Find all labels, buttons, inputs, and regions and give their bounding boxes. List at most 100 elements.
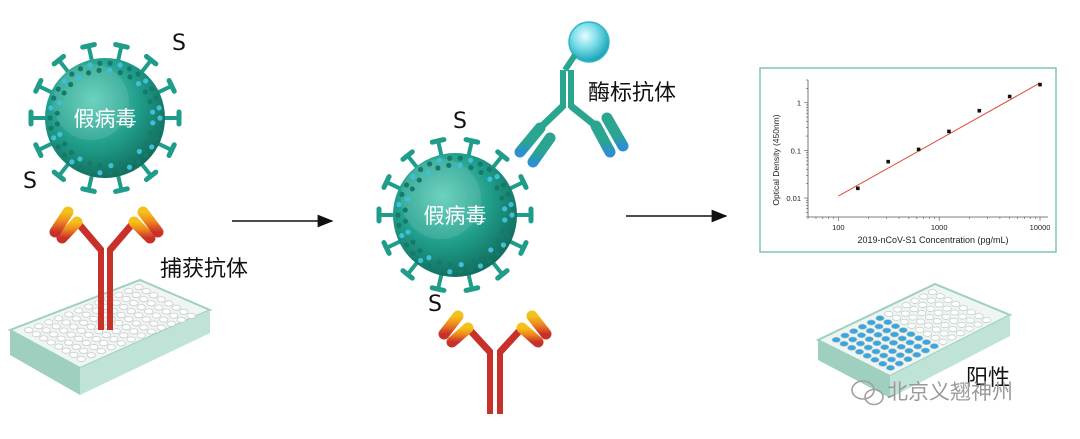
plate-well [918,301,928,308]
surface-dot [68,81,74,88]
plate-well [857,323,867,330]
plate-well [941,313,951,320]
surface-dot [55,86,61,92]
chart-xlabel: 2019-nCoV-S1 Concentration (pg/mL) [857,235,1008,245]
chart-fit-line [838,82,1041,197]
surface-dot [61,152,67,158]
surface-dot [396,222,402,229]
surface-dot [508,222,514,229]
plate-well [141,288,151,295]
surface-dot [494,173,500,180]
plate-well [933,309,943,316]
plate-well [86,323,96,330]
plate-well [901,302,911,309]
plate-well [931,326,941,333]
plate-well [927,289,937,296]
plate-well [176,316,186,323]
surface-dot [508,201,514,208]
surface-dot [477,263,484,269]
surface-dot [51,95,57,101]
surface-dot [54,121,60,127]
plate-well [831,336,841,343]
plate-well [149,292,159,299]
plate-well [129,300,139,307]
surface-dot [153,95,159,101]
plate-well [121,295,131,302]
plate-well [951,301,961,308]
surface-dot [418,257,424,264]
surface-dot [468,165,474,171]
surface-dot [502,206,508,212]
surface-dot [500,242,507,248]
plate-well [134,312,144,319]
plate-well [930,334,940,341]
plate-well [958,305,968,312]
surface-dot [505,232,511,239]
plate-well [76,327,86,334]
surface-dot [469,259,475,265]
plate-well [139,324,149,331]
spike-head [113,186,130,194]
plate-well [69,351,79,358]
chart-x-tick-label: 10000 [1030,223,1051,232]
virus-body [45,58,165,178]
plate-well [912,351,922,358]
spike-head [400,149,415,162]
plate-well [926,297,936,304]
surface-dot [77,66,84,72]
surface-dot [47,115,53,121]
surface-dot [117,62,123,68]
surface-dot [135,81,142,87]
chart-point [856,186,860,191]
plate-well [89,344,99,351]
plate-well [889,331,899,338]
plate-well [119,332,129,339]
plate-well [887,348,897,355]
surface-dot [467,267,474,273]
plate-well [881,335,891,342]
surface-dot [418,166,424,173]
spike-head [80,42,97,50]
plate-well [965,317,975,324]
plate-well [79,347,89,354]
virus-middle-label: 假病毒 [424,204,487,228]
chart-x-tick-label: 100 [832,223,845,232]
surface-dot [127,74,133,80]
spike-head [143,53,159,67]
surface-dot [486,166,492,173]
surface-dot [85,70,92,76]
plate-well [886,356,896,363]
chart-point [886,159,890,164]
surface-dot [446,162,452,168]
spike-head [381,240,392,256]
surface-dot [61,78,67,84]
s-label-middle-bottom: S [428,292,442,317]
surface-dot [436,259,442,265]
plate-well [909,306,919,313]
plate-well [51,323,61,330]
surface-dot [488,247,494,253]
plate-well [874,323,884,330]
plate-well [840,332,850,339]
plate-well [948,326,958,333]
surface-dot [436,157,443,163]
plate-well [904,347,914,354]
plate-well [896,343,906,350]
surface-dot [143,152,149,158]
plate-well [966,309,976,316]
plate-well [59,327,69,334]
surface-dot [61,90,67,96]
plate-positive [815,282,1013,398]
capture-antibody-label: 捕获抗体 [160,257,248,282]
plate-well [917,310,927,317]
enzyme-antibody [514,21,629,168]
plate-well [883,319,893,326]
plate-well [151,312,161,319]
surface-dot [486,257,492,264]
plate-well [938,338,948,345]
surface-dot [426,161,433,167]
plate-well [144,308,154,315]
surface-dot [87,62,93,68]
plate-well [935,293,945,300]
surface-dot [149,144,155,150]
